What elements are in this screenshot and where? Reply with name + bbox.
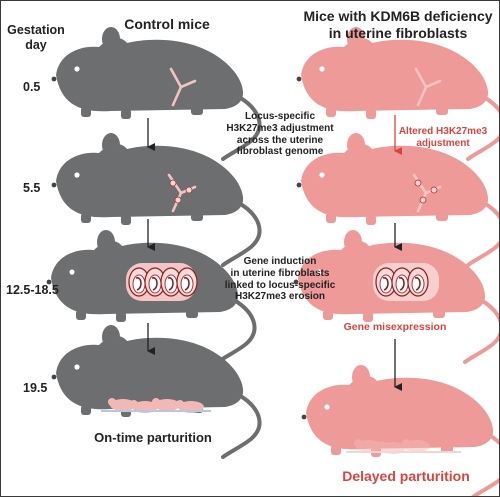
gene-misexpression-note: Gene misexpression (343, 321, 447, 333)
induction-note-line-2: in uterine fibroblasts (230, 267, 330, 279)
induction-note-line-4: H3K27me3 erosion (234, 291, 326, 303)
induction-note-line-1: Gene induction (243, 256, 317, 267)
day-label-19-5: 19.5 (23, 381, 48, 395)
mutant-header-line-2: in uterine fibroblasts (328, 24, 468, 41)
induction-note-line-3: linked to locus-specific (224, 279, 336, 291)
mutant-header-line-1: Mice with KDM6B deficiency (303, 8, 493, 24)
adjustment-note-line-3: across the uterine (236, 134, 324, 146)
control-outcome: On-time parturition (94, 430, 212, 445)
gestation-day-header: Gestation day (7, 23, 65, 52)
day-label-0-5: 0.5 (23, 80, 41, 94)
day-label-12-5-18-5: 12.5-18.5 (6, 283, 59, 297)
adjustment-note-line-4: fibroblast genome (236, 146, 324, 158)
induction-note: Gene induction in uterine fibroblasts li… (215, 256, 345, 303)
adjustment-note-line-2: H3K27me3 adjustment (226, 122, 334, 134)
altered-note-line-1: Altered H3K27me3 (398, 126, 488, 137)
day-label-5-5: 5.5 (23, 181, 41, 195)
adjustment-note: Locus-specific H3K27me3 adjustment acros… (215, 111, 345, 158)
adjustment-note-line-1: Locus-specific (244, 111, 316, 122)
control-column-header: Control mice (124, 16, 210, 32)
altered-note-line-2: adjustment (416, 137, 470, 149)
mutant-outcome: Delayed parturition (342, 468, 470, 484)
mutant-column-header: Mice with KDM6B deficiency in uterine fi… (301, 8, 495, 41)
altered-adjustment-note: Altered H3K27me3 adjustment (397, 126, 489, 150)
mutant-fetuses (373, 263, 439, 301)
control-fetuses (126, 263, 198, 301)
